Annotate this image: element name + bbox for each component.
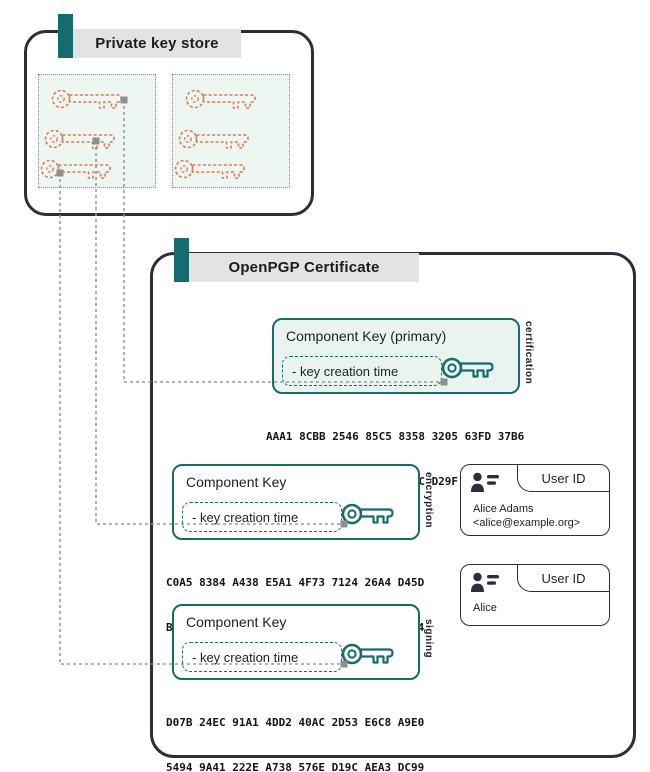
dashed-key-icon (185, 89, 256, 109)
dashed-key-icon (44, 129, 115, 149)
id-card-icon (471, 472, 499, 492)
component-key-title: Component Key (primary) (286, 328, 447, 344)
dashed-key-icon (51, 89, 122, 109)
user-id-box-2: User ID Alice (460, 564, 610, 626)
tab-accent (174, 238, 189, 282)
user-id-email: <alice@example.org> (473, 517, 581, 529)
fingerprint-line: D07B 24EC 91A1 4DD2 40AC 2D53 E6C8 A9E0 (166, 716, 425, 729)
user-id-content: Alice Adams <alice@example.org> (473, 502, 580, 530)
dashed-key-icon (40, 159, 111, 179)
key-creation-time-box: - key creation time (182, 502, 342, 532)
openpgp-certificate-title: OpenPGP Certificate (189, 253, 419, 282)
user-id-label: User ID (517, 465, 609, 492)
fingerprint-signing: D07B 24EC 91A1 4DD2 40AC 2D53 E6C8 A9E0 … (166, 685, 424, 772)
key-icon (341, 643, 394, 665)
id-card-icon (471, 572, 499, 592)
dashed-key-icon (174, 159, 245, 179)
component-key-title: Component Key (186, 474, 287, 490)
key-creation-time-box: - key creation time (282, 356, 442, 386)
component-key-title: Component Key (186, 614, 287, 630)
key-creation-time-label: - key creation time (192, 509, 299, 525)
key-creation-time-box: - key creation time (182, 642, 342, 672)
tab-accent (58, 14, 73, 58)
role-label-encryption: encryption (423, 472, 434, 529)
key-icon (341, 503, 394, 525)
fingerprint-line: AAA1 8CBB 2546 85C5 8358 3205 63FD 37B6 (266, 430, 525, 443)
user-id-box-1: User ID Alice Adams <alice@example.org> (460, 464, 610, 536)
role-label-certification: certification (523, 321, 534, 385)
user-id-label: User ID (517, 565, 609, 592)
user-id-content: Alice (473, 601, 497, 615)
user-id-name: Alice (473, 602, 497, 614)
dashed-key-icon (178, 129, 249, 149)
private-key-store-title: Private key store (73, 29, 241, 58)
key-icon (441, 357, 494, 379)
user-id-name: Alice Adams (473, 503, 534, 515)
fingerprint-line: 5494 9A41 222E A738 576E D19C AEA3 DC99 (166, 761, 425, 772)
fingerprint-line: C0A5 8384 A438 E5A1 4F73 7124 26A4 D45D (166, 576, 425, 589)
key-creation-time-label: - key creation time (192, 649, 299, 665)
role-label-signing: signing (423, 619, 434, 659)
key-creation-time-label: - key creation time (292, 363, 399, 379)
